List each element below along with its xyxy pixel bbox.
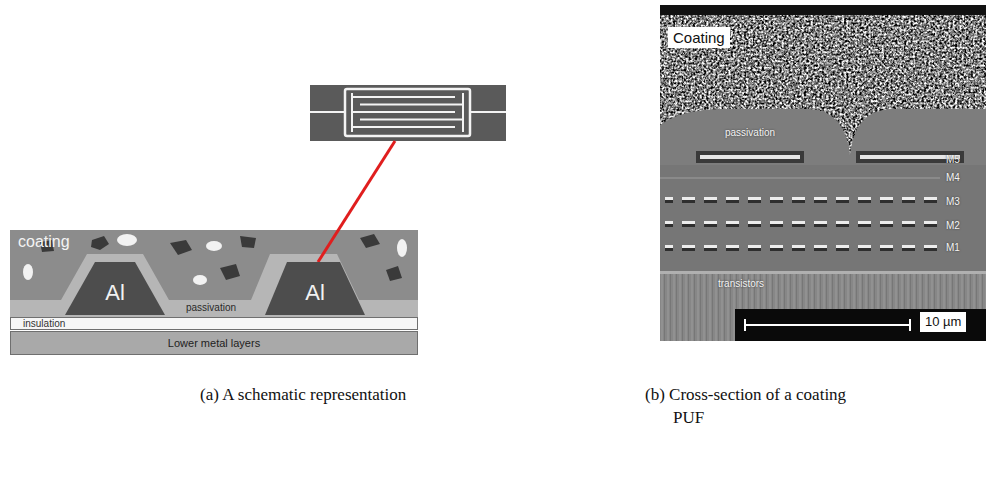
leader-line — [318, 141, 395, 262]
metal-level-label: M5 — [946, 154, 960, 166]
coating-layer: coatingAlAl — [10, 230, 418, 300]
layer-label: transistors — [718, 278, 764, 290]
material-label: Al — [305, 281, 325, 305]
coating-particles — [23, 234, 407, 285]
trapezoid-fill — [265, 262, 365, 315]
layer-label: insulation — [23, 318, 417, 329]
layer-label: coating — [18, 232, 70, 252]
metal-layers-band: Lower metal layers — [10, 331, 418, 355]
scale-bar-label: 10 µm — [920, 312, 966, 332]
al-conductor: Al — [265, 262, 365, 315]
coating-fill — [10, 230, 418, 317]
figure-caption: (a) A schematic representation — [200, 383, 406, 406]
layer-label: Lower metal layers — [168, 337, 260, 350]
insulation-layer: insulation — [10, 317, 418, 330]
figure-caption: (b) Cross-section of a coating PUF — [645, 383, 863, 429]
layer-label: passivation — [186, 302, 236, 314]
layer-label: Coating — [673, 28, 725, 47]
metal-level-label: M1 — [946, 242, 960, 254]
al-conductor: Al — [65, 262, 165, 315]
metal-level-label: M4 — [946, 172, 960, 184]
passivation-layer — [10, 254, 418, 317]
sensor-inset — [310, 85, 506, 141]
layer-label: passivation — [725, 127, 775, 139]
coating-tag: Coating — [668, 27, 730, 48]
metal-level-label: M3 — [946, 196, 960, 208]
trapezoid-fill — [65, 262, 165, 315]
sem-cross-section — [660, 5, 986, 341]
metal-level-label: M2 — [946, 220, 960, 232]
material-label: Al — [105, 281, 125, 305]
